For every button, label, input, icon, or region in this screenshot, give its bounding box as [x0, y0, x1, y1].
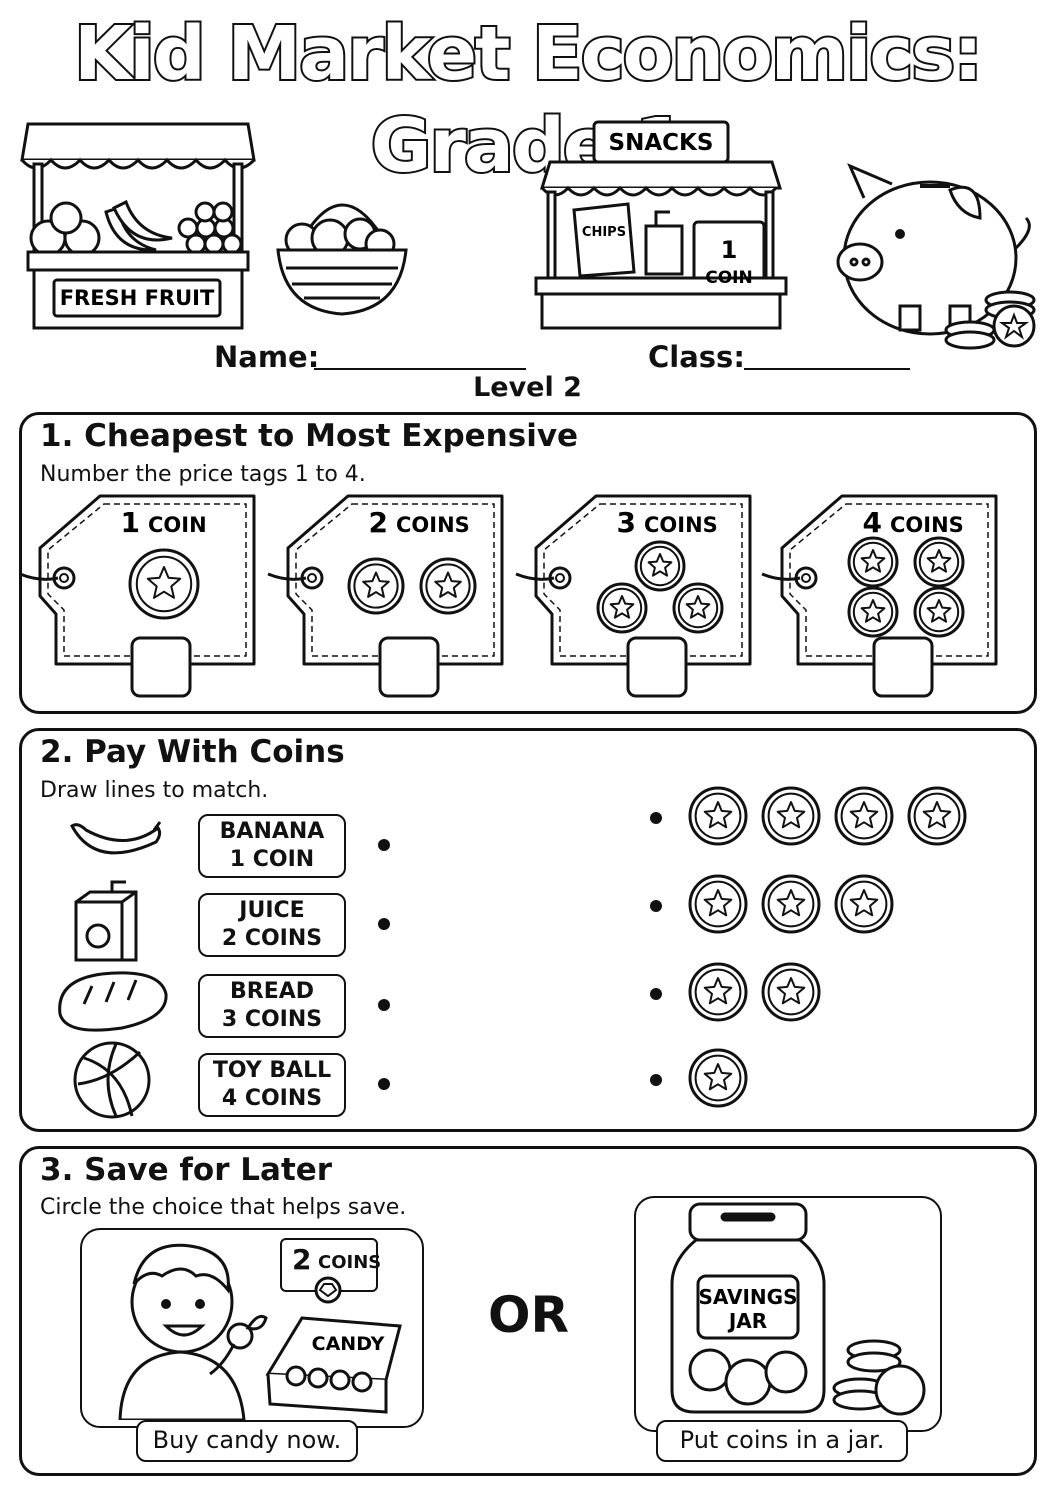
boy-with-candy-illustration [118, 1243, 268, 1420]
coin-icon [761, 874, 821, 934]
match-dot-right[interactable] [650, 1074, 662, 1086]
level-label: Level 2 [473, 372, 582, 403]
candy-price-number: 2 [292, 1243, 312, 1276]
match-dot-right[interactable] [650, 812, 662, 824]
section3-title: 3. Save for Later [40, 1152, 333, 1188]
coin-icon [128, 548, 200, 620]
match-dot-left[interactable] [378, 918, 390, 930]
item-price-box: TOY BALL 4 COINS [198, 1053, 346, 1117]
rank-answer-box[interactable] [626, 636, 688, 698]
item-name: TOY BALL [212, 1058, 332, 1083]
item-price: 4 COINS [221, 1086, 323, 1111]
coin-group [650, 1048, 748, 1108]
tag-price-unit: COINS [396, 513, 470, 537]
coin-icon [907, 786, 967, 846]
section1-title: 1. Cheapest to Most Expensive [40, 418, 579, 454]
tag-price-number: 2 [369, 506, 388, 539]
item-price-box: BANANA 1 COIN [198, 814, 346, 878]
candy-box-illustration: CANDY [265, 1276, 402, 1414]
bread-icon [58, 971, 168, 1032]
coin-icon [913, 536, 965, 588]
item-price: 2 COINS [221, 926, 323, 951]
section2-title: 2. Pay With Coins [40, 734, 345, 770]
price-tag-4: 4 COINS [761, 494, 998, 698]
ball-icon [73, 1041, 151, 1119]
tag-price-unit: COIN [148, 513, 207, 537]
section3-instruction: Circle the choice that helps save. [40, 1195, 407, 1220]
coin-icon [672, 582, 724, 634]
section1-instruction: Number the price tags 1 to 4. [40, 462, 366, 487]
coin-icon [688, 874, 748, 934]
jar-label-line1: SAVINGS [698, 1285, 797, 1309]
price-tag-1: 1 COIN [19, 494, 256, 698]
buy-candy-caption: Buy candy now. [136, 1420, 358, 1462]
price-tags-row: 1 COIN 2 COINS 3 COINS 4 COINS [19, 494, 998, 698]
rank-answer-box[interactable] [378, 636, 440, 698]
candy-box-label: CANDY [312, 1333, 385, 1355]
jar-label-line2: JAR [727, 1309, 767, 1333]
tag-price-number: 1 [121, 506, 140, 539]
coin-group [650, 962, 821, 1022]
coin-icon [688, 786, 748, 846]
coin-icon [913, 586, 965, 638]
item-name: BREAD [229, 979, 315, 1004]
coin-icon [834, 874, 894, 934]
snack-stand-sign: SNACKS [609, 130, 714, 156]
coin-groups [650, 786, 967, 1108]
item-price: 3 COINS [221, 1007, 323, 1032]
match-dot-left[interactable] [378, 999, 390, 1011]
coin-icon [596, 582, 648, 634]
price-tag-3: 3 COINS [515, 494, 752, 698]
item-name: BANANA [219, 819, 325, 844]
rank-answer-box[interactable] [872, 636, 934, 698]
item-price: 1 COIN [229, 847, 315, 872]
coin-icon [847, 536, 899, 588]
name-label: Name: [214, 340, 320, 374]
coin-icon [847, 586, 899, 638]
coin-icon [761, 786, 821, 846]
tag-price-unit: COINS [644, 513, 718, 537]
rank-answer-box[interactable] [130, 636, 192, 698]
snack-price-unit: COIN [705, 268, 752, 288]
chips-label: CHIPS [582, 225, 626, 240]
match-dot-right[interactable] [650, 988, 662, 1000]
match-dot-left[interactable] [378, 1078, 390, 1090]
juice-box-icon [74, 880, 138, 962]
fruit-stand-sign: FRESH FRUIT [60, 286, 215, 310]
price-tag-2: 2 COINS [267, 494, 504, 698]
tag-price-number: 3 [617, 506, 636, 539]
piggy-bank-icon [836, 163, 1036, 350]
coin-icon [834, 786, 894, 846]
savings-jar-caption: Put coins in a jar. [656, 1420, 908, 1462]
section2-instruction: Draw lines to match. [40, 778, 269, 803]
item-price-box: BREAD 3 COINS [198, 974, 346, 1038]
tag-price-number: 4 [863, 506, 882, 539]
coin-group [650, 874, 894, 934]
coin-icon [419, 557, 477, 615]
coin-icon [688, 1048, 748, 1108]
fruit-stand-illustration: FRESH FRUIT [20, 122, 256, 330]
class-field[interactable] [744, 368, 910, 370]
name-field[interactable] [314, 368, 526, 370]
snack-price-number: 1 [721, 236, 738, 264]
fruit-basket-icon [276, 203, 408, 316]
coin-icon [347, 557, 405, 615]
coin-group [650, 786, 967, 846]
candy-price-unit: COINS [318, 1252, 382, 1273]
savings-jar-illustration: SAVINGS JAR [670, 1202, 926, 1416]
or-label: OR [488, 1286, 570, 1344]
coin-icon [634, 540, 686, 592]
match-dot-left[interactable] [378, 839, 390, 851]
coin-icon [761, 962, 821, 1022]
match-dot-right[interactable] [650, 900, 662, 912]
banana-icon [70, 821, 162, 855]
class-label: Class: [648, 340, 745, 374]
item-name: JUICE [239, 898, 305, 923]
coin-icon [688, 962, 748, 1022]
snack-stand-illustration: SNACKS CHIPS 1 COIN [534, 120, 788, 330]
tag-price-unit: COINS [890, 513, 964, 537]
item-price-box: JUICE 2 COINS [198, 893, 346, 957]
